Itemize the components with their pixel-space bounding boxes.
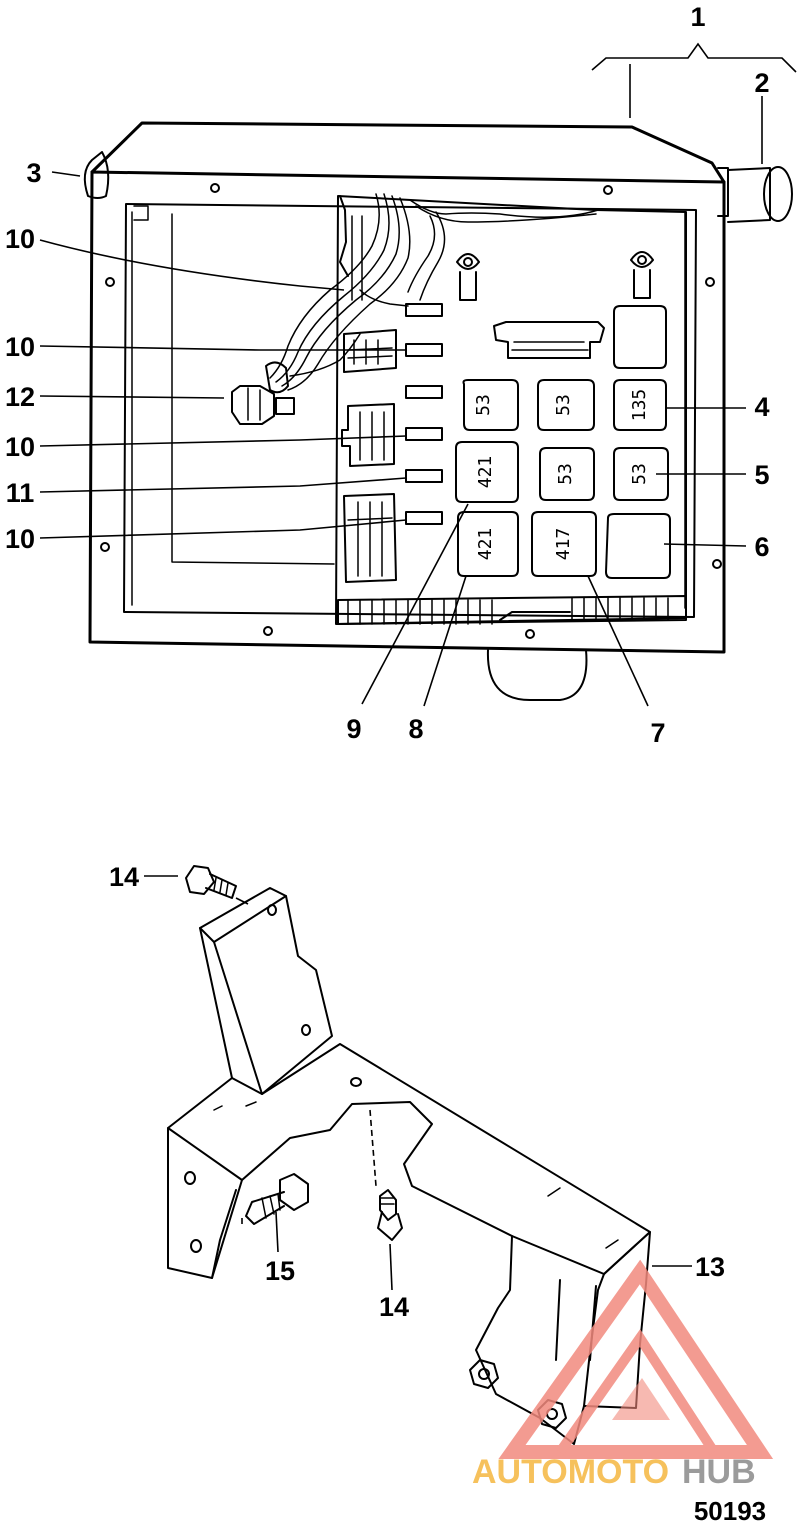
relay-4: 421 (455, 441, 519, 503)
wire-harness (269, 193, 599, 391)
relay-7-label: 421 (475, 528, 496, 561)
callout-3: 3 (26, 158, 41, 188)
box-inner-frame (123, 203, 697, 618)
mounting-holes (100, 183, 722, 639)
callout-11: 11 (6, 478, 35, 508)
relay-6: 53 (613, 447, 669, 501)
figure-number: 50193 (694, 1496, 766, 1526)
right-plug-cylinder (717, 166, 793, 223)
hex-nut-1 (469, 1359, 499, 1389)
relay-empty-socket-6 (605, 513, 671, 579)
relay-2-label: 53 (553, 394, 574, 416)
terminal-strip (337, 595, 687, 625)
bolt-14-lower (377, 1189, 403, 1241)
relay-3-label: 135 (629, 389, 650, 422)
relay-board (335, 195, 687, 625)
callout-7: 7 (650, 718, 665, 748)
callout-10-fourth: 10 (5, 524, 35, 554)
relay-4-label: 421 (475, 456, 496, 489)
relay-8-label: 417 (553, 528, 574, 561)
callout-13: 13 (695, 1252, 725, 1282)
relay-2: 53 (537, 379, 595, 431)
relay-5-label: 53 (555, 463, 576, 485)
connector-block-1 (343, 329, 397, 373)
callout-8: 8 (408, 714, 423, 744)
callout-10-second: 10 (5, 332, 35, 362)
relay-3: 135 (613, 379, 667, 431)
lower-leader-lines (144, 875, 692, 1291)
connector-block-2 (341, 403, 395, 467)
connector-block-3 (343, 493, 397, 583)
watermark-text-part1: AUTOMOTO (472, 1453, 669, 1491)
callout-1: 1 (690, 2, 705, 32)
relay-7: 421 (457, 511, 519, 577)
callout-4: 4 (754, 392, 769, 422)
callout-10-third: 10 (5, 432, 35, 462)
wiring-connector-12 (231, 361, 295, 425)
callout-5: 5 (754, 460, 769, 490)
bolt-14-upper (185, 865, 237, 899)
callout-12: 12 (5, 382, 35, 412)
bottom-grommet (486, 649, 588, 701)
callout-2: 2 (754, 68, 769, 98)
bolt-15 (245, 1173, 309, 1225)
callout-9: 9 (346, 714, 361, 744)
relay-8: 417 (531, 511, 597, 577)
fuse-box-assembly: 53 53 135 421 53 53 421 417 (83, 121, 793, 701)
relay-empty-socket-top (613, 305, 667, 369)
relay-6-label: 53 (629, 463, 650, 485)
watermark-text-part2: HUB (682, 1453, 756, 1491)
fuse-slots (405, 303, 443, 525)
callout-6: 6 (754, 532, 769, 562)
box-top-edge (90, 121, 726, 184)
callout-15: 15 (265, 1256, 295, 1286)
stud-left (456, 253, 480, 301)
callout-14-lower: 14 (379, 1292, 409, 1322)
top-connector (493, 321, 605, 359)
callout-10-first: 10 (5, 224, 35, 254)
relay-1-label: 53 (473, 394, 494, 416)
left-grommet (83, 151, 110, 199)
relay-5: 53 (539, 447, 595, 501)
watermark-logo-triangle (498, 1259, 774, 1459)
callout-14-upper: 14 (109, 862, 139, 892)
callout-labels: 1 2 3 4 5 6 7 8 9 10 10 10 10 11 12 13 1… (5, 2, 770, 1322)
box-outer-frame (88, 170, 726, 654)
automotohub-watermark: AUTOMOTO HUB (472, 1259, 774, 1491)
stud-right (630, 251, 654, 299)
relay-1: 53 (462, 379, 519, 431)
upper-leader-lines (39, 42, 797, 707)
